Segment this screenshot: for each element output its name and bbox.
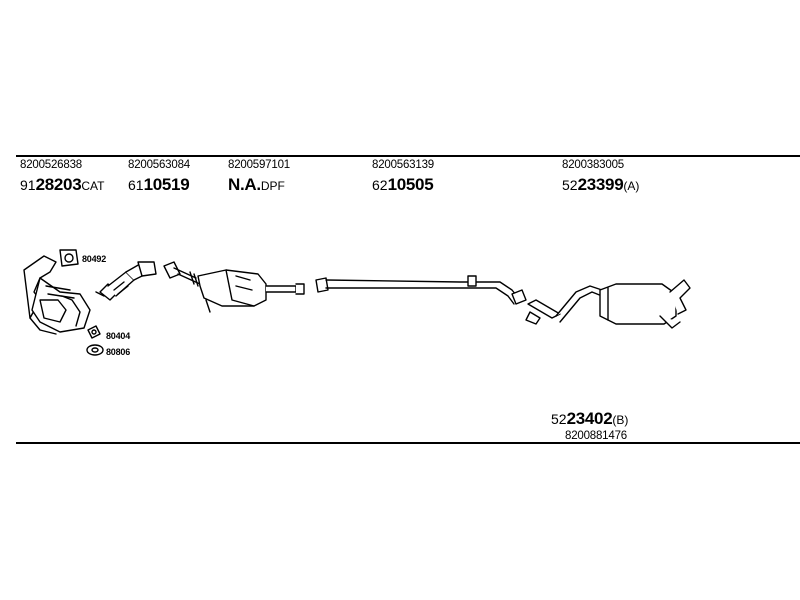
part-code: 6110519: [128, 174, 190, 194]
oe-number: 8200526838: [20, 159, 82, 171]
part-label-dpf: 8200597101 N.A.DPF: [228, 159, 290, 194]
middle-pipe-drawing: [315, 275, 527, 305]
bottom-divider-line: [16, 442, 800, 444]
oe-number: 8200563084: [128, 159, 190, 171]
part-code: 9128203CAT: [20, 174, 105, 194]
part-label-rear-silencer-a: 8200383005 5223399(A): [562, 159, 640, 194]
part-label-catalyst: 8200526838 9128203CAT: [20, 159, 105, 194]
clamp-80404-drawing: [87, 325, 101, 339]
part-code: N.A.DPF: [228, 174, 285, 194]
gasket-80806-drawing: [86, 344, 104, 356]
part-label-middle-pipe: 8200563139 6210505: [372, 159, 434, 194]
oe-number: 8200597101: [228, 159, 290, 171]
gasket-label-80806: 80806: [106, 347, 131, 357]
part-code: 6210505: [372, 174, 434, 194]
part-code: 5223402(B): [551, 409, 629, 428]
top-divider-line: [16, 155, 800, 157]
oe-number: 8200881476: [565, 430, 627, 442]
part-label-front-pipe: 8200563084 6110519: [128, 159, 190, 194]
gasket-label-80492: 80492: [82, 254, 107, 264]
gasket-80492-drawing: [59, 249, 79, 267]
dpf-drawing: [163, 261, 305, 313]
clamp-label-80404: 80404: [106, 331, 131, 341]
part-code: 5223399(A): [562, 174, 640, 194]
oe-number: 8200563139: [372, 159, 434, 171]
part-label-rear-silencer-b: 5223402(B) 8200881476: [551, 410, 628, 443]
oe-number: 8200383005: [562, 159, 624, 171]
catalyst-drawing: [23, 255, 91, 335]
rear-silencer-drawing: [525, 279, 691, 329]
front-pipe-drawing: [95, 261, 157, 301]
